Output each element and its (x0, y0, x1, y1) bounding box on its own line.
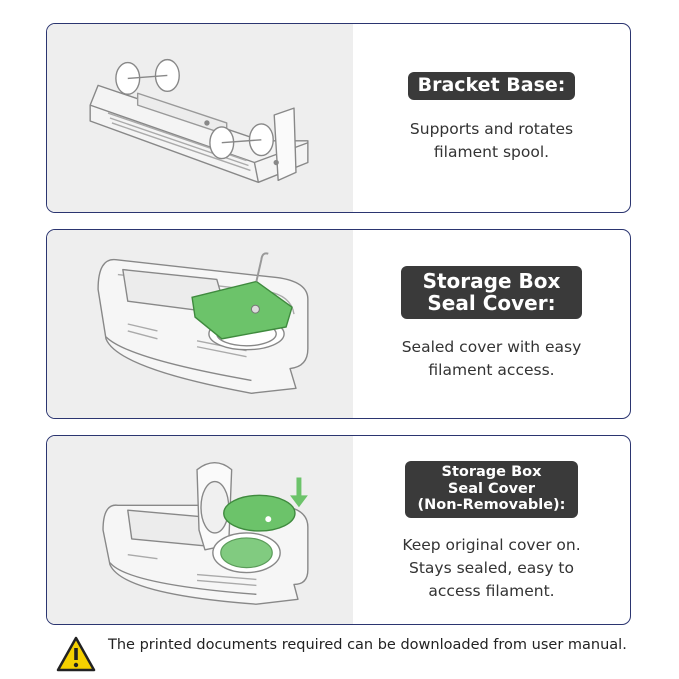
bracket-base-card: Bracket Base: Supports and rotates filam… (46, 23, 631, 213)
bracket-base-image (47, 24, 353, 212)
title-line: Bracket Base: (417, 74, 566, 97)
seal-cover-image (47, 230, 353, 418)
warning-icon (56, 636, 96, 672)
seal-cover-title: Storage Box Seal Cover: (400, 266, 583, 319)
desc-line: Sealed cover with easy (401, 338, 582, 356)
desc-line: access filament. (428, 582, 555, 600)
title-line: Storage Box (422, 269, 561, 293)
seal-cover-card: Storage Box Seal Cover: Sealed cover wit… (46, 229, 631, 419)
title-line: Seal Cover: (427, 291, 556, 315)
bracket-base-title: Bracket Base: (407, 72, 576, 100)
desc-line: Stays sealed, easy to (408, 559, 574, 577)
non-removable-cover-image (47, 436, 353, 624)
desc-line: Keep original cover on. (402, 536, 581, 554)
bracket-base-info: Bracket Base: Supports and rotates filam… (353, 24, 630, 212)
desc-line: Supports and rotates (409, 119, 574, 138)
non-removable-cover-illustration-icon (102, 462, 309, 605)
seal-cover-info: Storage Box Seal Cover: Sealed cover wit… (353, 230, 630, 418)
bracket-base-description: Supports and rotates filament spool. (410, 118, 573, 164)
title-line: (Non-Removable): (417, 497, 566, 514)
documents-note-text: The printed documents required can be do… (108, 637, 627, 653)
desc-line: filament spool. (433, 142, 550, 161)
non-removable-cover-info: Storage Box Seal Cover (Non-Removable): … (353, 436, 630, 624)
seal-cover-illustration-icon (97, 252, 309, 394)
non-removable-cover-card: Storage Box Seal Cover (Non-Removable): … (46, 435, 631, 625)
documents-note: The printed documents required can be do… (56, 633, 656, 673)
non-removable-cover-description: Keep original cover on. Stays sealed, ea… (402, 534, 580, 603)
desc-line: filament access. (428, 361, 555, 379)
non-removable-cover-title: Storage Box Seal Cover (Non-Removable): (404, 460, 579, 518)
title-line: Seal Cover (447, 480, 536, 497)
title-line: Storage Box (441, 463, 542, 480)
bracket-base-illustration-icon (89, 58, 309, 184)
seal-cover-description: Sealed cover with easy filament access. (402, 336, 582, 382)
